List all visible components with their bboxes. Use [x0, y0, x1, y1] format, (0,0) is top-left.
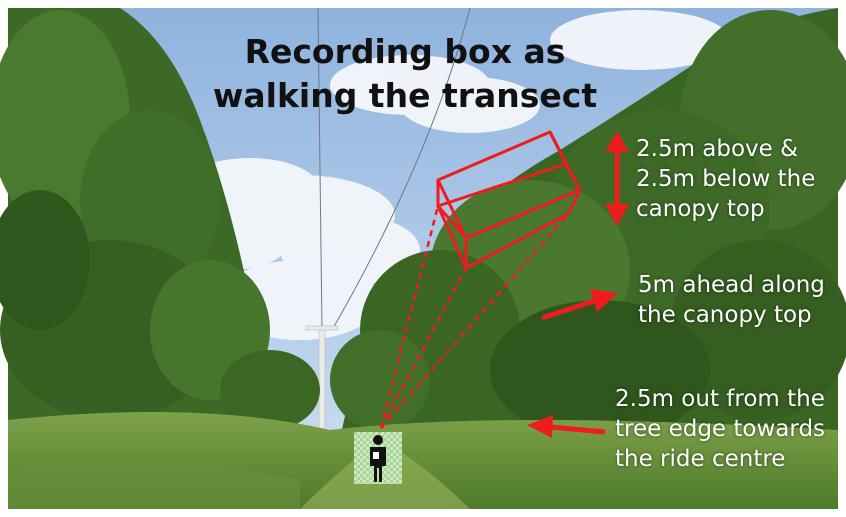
annotation-out: 2.5m out from the tree edge towards the …: [615, 384, 825, 474]
recording-box-icon: [436, 130, 582, 270]
title-line: Recording box as: [244, 32, 566, 71]
annotation-line: 2.5m out from the: [615, 386, 825, 412]
annotation-line: 2.5m above &: [636, 136, 799, 162]
left-treeline: [0, 8, 320, 430]
annotation-line: the canopy top: [638, 302, 812, 328]
person-marker: [354, 432, 402, 484]
annotation-line: the ride centre: [615, 446, 786, 472]
title-line: walking the transect: [212, 76, 598, 115]
view-lines: [379, 205, 569, 429]
annotation-line: 2.5m below the: [636, 166, 816, 192]
annotation-line: 5m ahead along: [638, 272, 825, 298]
annotation-height: 2.5m above & 2.5m below the canopy top: [636, 134, 815, 224]
person-icon: [370, 435, 386, 482]
power-lines: [317, 7, 471, 331]
left-arrow-icon: [527, 415, 606, 438]
bracken: [8, 462, 300, 509]
double-arrow-icon: [605, 131, 629, 226]
annotation-line: tree edge towards: [615, 416, 826, 442]
right-arrow-icon: [541, 289, 618, 321]
right-treeline: [330, 8, 846, 440]
annotation-ahead: 5m ahead along the canopy top: [638, 270, 825, 330]
diagram-title: Recording box as walking the transect: [195, 30, 615, 118]
annotation-line: canopy top: [636, 196, 765, 222]
